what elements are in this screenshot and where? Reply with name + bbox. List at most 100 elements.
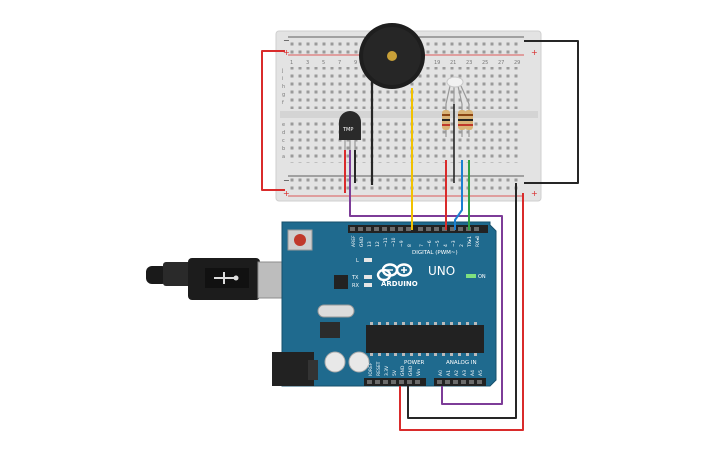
bottom-power-rail (290, 178, 522, 194)
sensor-label: TMP (342, 127, 353, 133)
crystal-oscillator (317, 304, 355, 318)
svg-text:A5: A5 (478, 370, 484, 376)
led-tx (364, 275, 372, 279)
svg-text:~5: ~5 (435, 240, 441, 247)
svg-text:AREF: AREF (351, 235, 357, 247)
svg-text:RESET: RESET (376, 361, 382, 376)
capacitor-2 (348, 351, 370, 373)
led-tx-label: TX (351, 275, 359, 281)
digital-pin-labels: AREF GND 13 12 ~11 ~10 ~9 8 7 ~6 ~5 4 ~3… (351, 235, 481, 248)
led-on-label: ON (478, 274, 486, 280)
rail-minus-label-bottom: − (283, 176, 290, 185)
arduino-logo: ARDUINO UNO (376, 263, 455, 288)
svg-text:GND: GND (400, 365, 406, 376)
tmp-temperature-sensor[interactable]: TMP (339, 111, 361, 150)
svg-text:7: 7 (419, 244, 425, 247)
wire-ground-to-arduino[interactable] (407, 183, 517, 419)
piezo-buzzer[interactable] (359, 23, 425, 185)
svg-text:23: 23 (466, 60, 472, 66)
resistor-2[interactable] (458, 104, 466, 137)
svg-text:f: f (282, 100, 284, 106)
wires (261, 40, 579, 431)
led-rx-label: RX (352, 283, 359, 289)
analog-label: ANALOG IN (446, 360, 477, 366)
svg-text:e: e (282, 122, 285, 128)
svg-text:1: 1 (290, 60, 293, 66)
voltage-regulator (320, 322, 340, 338)
wire-5v-to-rail[interactable] (399, 193, 524, 431)
svg-text:IOREF: IOREF (368, 362, 374, 376)
svg-text:a: a (282, 154, 285, 160)
svg-text:j: j (281, 68, 283, 74)
svg-text:A0: A0 (438, 370, 444, 376)
rail-minus-label: − (283, 36, 290, 45)
svg-text:A1: A1 (446, 370, 452, 376)
svg-text:4: 4 (443, 244, 449, 247)
svg-text:A4: A4 (470, 370, 476, 376)
capacitor-1 (324, 351, 346, 373)
led-l (364, 258, 372, 262)
svg-text:5V: 5V (392, 369, 398, 376)
svg-text:~9: ~9 (399, 240, 405, 247)
row-letters-top: j i h g f (281, 68, 285, 106)
svg-text:c: c (282, 138, 285, 144)
svg-text:29: 29 (514, 60, 520, 66)
svg-text:27: 27 (498, 60, 504, 66)
rail-plus-label-bottom-right: + (531, 189, 538, 198)
resistor-1[interactable] (442, 104, 450, 137)
svg-text:21: 21 (450, 60, 456, 66)
analog-header (434, 378, 486, 386)
led-l-label: L (356, 258, 359, 264)
svg-text:~10: ~10 (391, 237, 397, 247)
svg-text:19: 19 (434, 60, 440, 66)
rail-plus-label-right: + (531, 48, 538, 57)
center-channel (280, 111, 538, 118)
svg-text:GND: GND (359, 236, 365, 247)
svg-text:~3: ~3 (451, 240, 457, 247)
rail-plus-label-bottom: + (283, 189, 290, 198)
row-letters-bottom: e d c b a (282, 122, 285, 160)
reset-button-cap[interactable] (294, 234, 306, 246)
svg-text:2: 2 (459, 244, 465, 247)
arduino-brand-text: ARDUINO (381, 280, 418, 288)
svg-text:i: i (282, 76, 283, 82)
svg-text:A3: A3 (462, 370, 468, 376)
svg-text:13: 13 (367, 241, 373, 247)
power-pin-labels: IOREF RESET 3.3V 5V GND GND Vin (368, 361, 422, 376)
svg-text:g: g (282, 92, 285, 98)
svg-text:TX▸1: TX▸1 (467, 236, 473, 248)
wire-led-blue[interactable] (454, 160, 463, 230)
resistor-3[interactable] (465, 104, 473, 137)
wire-sensor-signal-a0[interactable] (349, 150, 503, 405)
wire-left-power-rail[interactable] (261, 50, 285, 191)
svg-text:A2: A2 (454, 370, 460, 376)
svg-text:7: 7 (338, 60, 341, 66)
rail-plus-label: + (283, 48, 290, 57)
svg-text:GND: GND (408, 365, 414, 376)
atmega-chip (366, 325, 484, 353)
dc-power-jack (272, 352, 314, 386)
digital-label: DIGITAL (PWM~) (412, 250, 458, 256)
svg-text:3.3V: 3.3V (384, 365, 390, 376)
buzzer-center (387, 51, 397, 61)
led-rx (364, 283, 372, 287)
svg-text:d: d (282, 130, 285, 136)
svg-text:9: 9 (354, 60, 357, 66)
svg-text:~11: ~11 (383, 237, 389, 247)
svg-text:RX◂0: RX◂0 (475, 236, 481, 247)
usb-controller-chip (334, 275, 348, 289)
analog-pin-labels: A0 A1 A2 A3 A4 A5 (438, 370, 484, 376)
power-label: POWER (404, 360, 425, 366)
svg-text:3: 3 (306, 60, 309, 66)
svg-text:25: 25 (482, 60, 488, 66)
svg-text:h: h (282, 84, 285, 90)
usb-icon (214, 272, 234, 284)
svg-text:Vin: Vin (416, 369, 422, 376)
rgb-led[interactable] (445, 76, 470, 105)
wire-right-ground-rail[interactable] (524, 40, 579, 184)
svg-text:5: 5 (322, 60, 325, 66)
svg-text:12: 12 (375, 241, 381, 247)
lower-terminal-strip (290, 121, 522, 163)
led-on (466, 274, 476, 278)
